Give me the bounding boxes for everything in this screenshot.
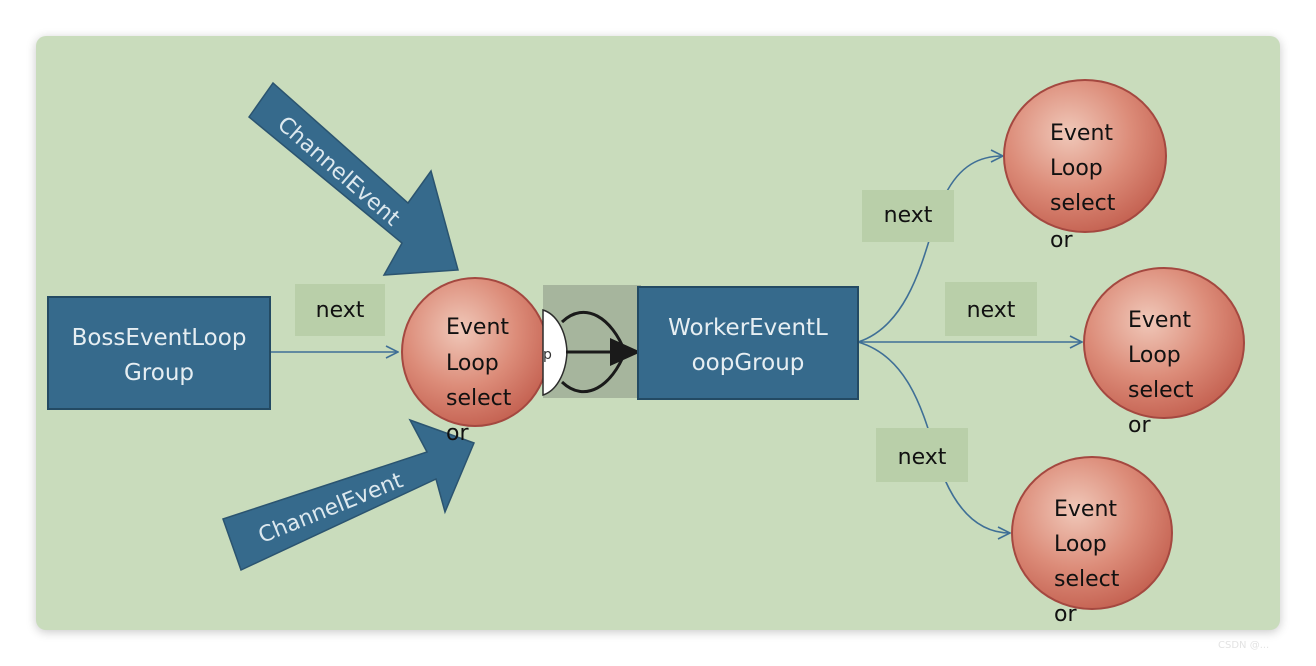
- svg-text:next: next: [898, 445, 947, 470]
- worker-group-line-1: WorkerEventL: [668, 315, 828, 341]
- channel-event-top-label: ChannelEvent: [272, 112, 404, 232]
- svg-text:Event: Event: [1128, 308, 1191, 333]
- boss-group-line-2: Group: [124, 360, 194, 386]
- next-label-bottom: next: [876, 428, 968, 482]
- worker-event-loop-node-top: Event Loop select or: [1003, 79, 1167, 253]
- next-label-top: next: [862, 190, 954, 242]
- svg-text:or: or: [446, 421, 469, 446]
- worker-group-line-2: oopGroup: [692, 350, 805, 376]
- svg-text:Event: Event: [446, 315, 509, 340]
- svg-text:Loop: Loop: [1050, 156, 1103, 181]
- svg-text:Loop: Loop: [1128, 343, 1181, 368]
- svg-text:next: next: [884, 203, 933, 228]
- channel-event-arrow-bottom: ChannelEvent: [222, 418, 475, 572]
- svg-text:select: select: [1050, 191, 1116, 216]
- boss-group-line-1: BossEventLoop: [72, 325, 247, 351]
- worker-event-loop-node-middle: Event Loop select or: [1083, 267, 1245, 438]
- svg-text:Loop: Loop: [446, 351, 499, 376]
- svg-text:Loop: Loop: [1054, 532, 1107, 557]
- watermark: CSDN @...: [1218, 640, 1270, 651]
- worker-event-loop-node-bottom: Event Loop select or: [1011, 456, 1173, 627]
- pasted-arrow-fragment: p: [542, 285, 641, 398]
- next-label-boss: next: [295, 284, 385, 336]
- svg-text:or: or: [1128, 413, 1151, 438]
- svg-text:select: select: [446, 386, 512, 411]
- boss-event-loop-group-box: BossEventLoop Group: [47, 296, 271, 410]
- next-label-middle: next: [945, 282, 1037, 336]
- svg-text:select: select: [1128, 378, 1194, 403]
- svg-text:next: next: [967, 298, 1016, 323]
- fragment-letter: p: [543, 347, 552, 363]
- svg-text:or: or: [1050, 228, 1073, 253]
- svg-text:select: select: [1054, 567, 1120, 592]
- svg-text:Event: Event: [1050, 121, 1113, 146]
- worker-event-loop-group-box: WorkerEventL oopGroup: [637, 286, 859, 400]
- boss-event-loop-node: Event Loop select or: [401, 277, 543, 446]
- svg-text:or: or: [1054, 602, 1077, 627]
- svg-text:Event: Event: [1054, 497, 1117, 522]
- svg-text:next: next: [316, 298, 365, 323]
- channel-event-arrow-top: ChannelEvent: [247, 81, 459, 276]
